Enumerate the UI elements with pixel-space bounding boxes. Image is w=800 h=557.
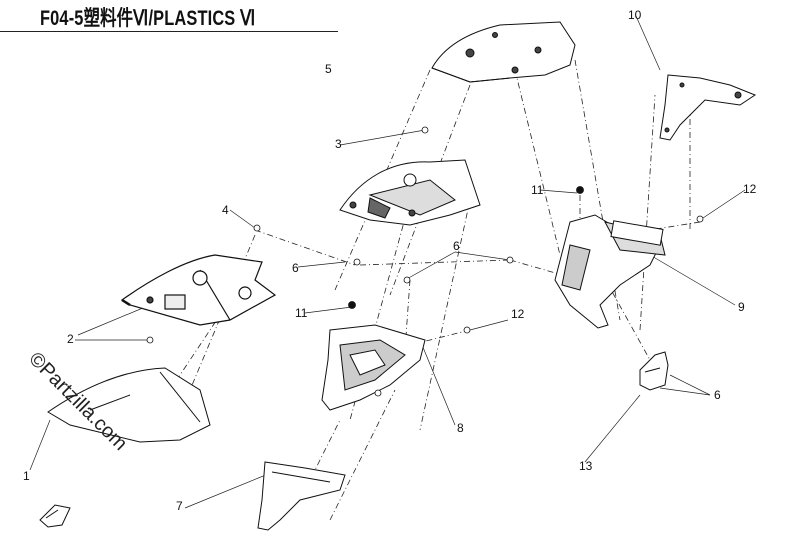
callout-3: 3 (335, 137, 342, 151)
callout-5: 5 (325, 62, 332, 76)
callout-11a: 11 (295, 306, 308, 320)
callout-4: 4 (222, 203, 229, 217)
title-underline (0, 31, 338, 32)
callout-13: 13 (579, 459, 593, 473)
brand-logo-mark (39, 504, 71, 528)
callout-7: 7 (176, 499, 183, 513)
callout-8: 8 (457, 421, 464, 435)
callout-12b: 12 (743, 182, 757, 196)
part-3-inner-bracket (339, 159, 481, 226)
part-9-right-bracket (554, 214, 666, 329)
callout-12a: 12 (511, 307, 525, 321)
diagram-title: F04-5塑料件Ⅵ/PLASTICS Ⅵ (40, 7, 256, 30)
callout-2: 2 (67, 332, 74, 346)
part-1-lower-panel (47, 367, 211, 443)
part-10-trim (659, 74, 757, 141)
callout-9: 9 (738, 300, 745, 314)
part-8-front-bracket (321, 324, 426, 411)
part-5-upper-cover (431, 21, 576, 83)
callout-1: 1 (23, 469, 30, 483)
callout-11b: 11 (531, 183, 544, 197)
callout-6c: 6 (714, 388, 721, 402)
part-7-lower-guard (257, 461, 346, 531)
callout-6b: 6 (453, 239, 460, 253)
part-2-side-panel (120, 254, 277, 326)
callout-6a: 6 (292, 261, 299, 275)
fasteners (146, 126, 704, 397)
callout-10: 10 (628, 8, 642, 22)
part-13-small-bracket (639, 351, 669, 391)
